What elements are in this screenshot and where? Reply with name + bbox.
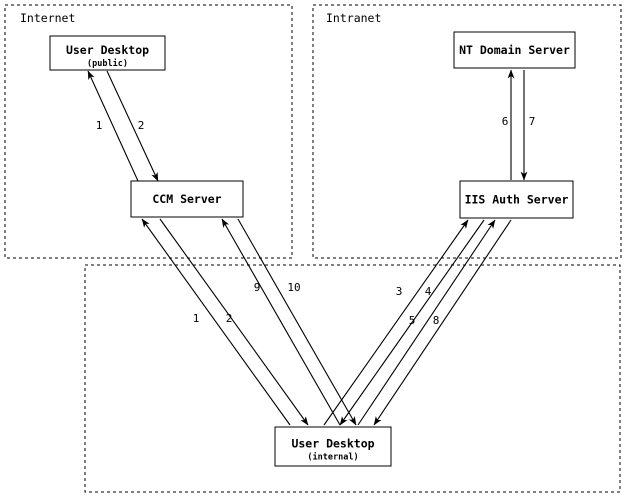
zone-boundary-intranet xyxy=(312,4,622,259)
zone-label-internet: Internet xyxy=(20,11,75,25)
flow-step-label-7: 7 xyxy=(529,115,536,128)
flow-line-1-user-desktop-public-to-ccm-server xyxy=(87,70,139,182)
node-box-user-desktop-public[interactable] xyxy=(49,35,166,71)
node-user-desktop-public[interactable]: User Desktop(public) xyxy=(49,35,166,71)
zone-intranet: Intranet xyxy=(312,4,622,259)
node-iis-auth-server[interactable]: IIS Auth Server xyxy=(459,180,574,219)
zone-boundary-internal-lan xyxy=(84,264,621,493)
flow-line-3-user-desktop-internal-to-iis-auth-server xyxy=(323,219,469,426)
flow-line-4-iis-auth-server-to-user-desktop-internal xyxy=(339,219,485,426)
node-box-user-desktop-internal[interactable] xyxy=(274,426,392,467)
flow-step-label-1: 1 xyxy=(193,312,200,325)
flow-line-2-ccm-server-to-user-desktop-public xyxy=(106,70,159,182)
node-title-user-desktop-public: User Desktop xyxy=(66,43,149,57)
node-box-nt-domain-server[interactable] xyxy=(453,31,576,69)
node-box-ccm-server[interactable] xyxy=(130,180,244,218)
node-user-desktop-internal[interactable]: User Desktop(internal) xyxy=(274,426,392,467)
zone-internal-lan xyxy=(84,264,621,493)
flow-step-label-6: 6 xyxy=(502,115,509,128)
node-title-ccm-server: CCM Server xyxy=(152,192,221,206)
zones-layer: Internet Intranet xyxy=(4,4,622,493)
flow-step-label-4: 4 xyxy=(425,285,432,298)
zone-label-intranet: Intranet xyxy=(326,11,381,25)
node-ccm-server[interactable]: CCM Server xyxy=(130,180,244,218)
flow-labels-layer: 1 2 1 2 9 10 3 4 5 8 6 7 xyxy=(96,115,536,327)
flow-step-label-5: 5 xyxy=(409,314,416,327)
flows-layer xyxy=(87,69,528,426)
flow-line-8-iis-auth-server-to-user-desktop-internal xyxy=(373,219,512,426)
node-subtitle-user-desktop-public: (public) xyxy=(87,58,128,69)
flow-step-label-1: 1 xyxy=(96,119,103,132)
node-subtitle-user-desktop-internal: (internal) xyxy=(307,452,358,463)
flow-step-label-2: 2 xyxy=(138,119,145,132)
flow-line-2-ccm-server-to-user-desktop-internal xyxy=(159,218,309,426)
flow-step-label-2: 2 xyxy=(226,312,233,325)
zone-internet: Internet xyxy=(4,4,293,259)
node-box-iis-auth-server[interactable] xyxy=(459,180,574,219)
flow-line-10-ccm-server-to-user-desktop-internal xyxy=(237,218,357,426)
node-title-iis-auth-server: IIS Auth Server xyxy=(465,193,569,207)
flow-line-1-user-desktop-internal-to-ccm-server xyxy=(141,218,291,426)
node-nt-domain-server[interactable]: NT Domain Server xyxy=(453,31,576,69)
node-title-user-desktop-internal: User Desktop xyxy=(291,437,374,451)
flow-step-label-10: 10 xyxy=(287,281,300,294)
flow-line-9-user-desktop-internal-to-ccm-server xyxy=(221,218,341,426)
flow-step-label-3: 3 xyxy=(396,285,403,298)
node-title-nt-domain-server: NT Domain Server xyxy=(459,43,570,57)
flow-line-5-user-desktop-internal-to-iis-auth-server xyxy=(357,219,496,426)
flow-step-label-9: 9 xyxy=(254,281,261,294)
flow-step-label-8: 8 xyxy=(433,314,440,327)
